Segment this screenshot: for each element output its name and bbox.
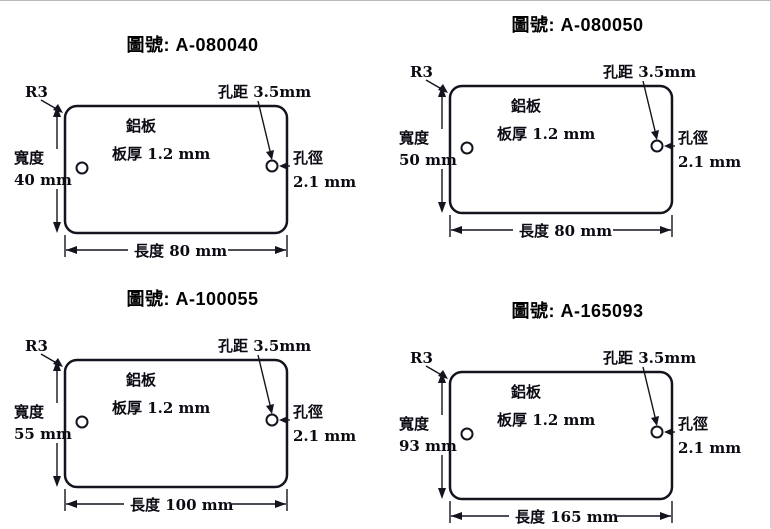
hole-diameter-leader: [279, 162, 290, 170]
drawing-panel-a080040: 圖號: A-080040 R3 孔距 3.5mm 鋁板 板厚 1.2 mm 寬度…: [0, 1, 385, 265]
width-label: 寬度: [14, 403, 45, 421]
corner-radius-label: R3: [410, 63, 433, 81]
width-value: 40 mm: [14, 171, 72, 189]
hole-diameter-label: 孔徑: [293, 149, 323, 167]
length-dimension: 長度 165 mm: [515, 508, 619, 526]
hole-pitch-leader: [257, 354, 274, 414]
right-hole: [650, 425, 664, 439]
plate-outline: [63, 358, 289, 489]
hole-diameter-value: 2.1 mm: [678, 153, 741, 171]
hole-diameter-label: 孔徑: [293, 403, 323, 421]
width-dimension-lines: [438, 372, 446, 499]
width-dimension-lines: [53, 106, 61, 233]
length-dimension-lines: [449, 501, 673, 523]
thickness-label: 板厚 1.2 mm: [112, 399, 210, 417]
right-hole: [265, 159, 279, 173]
hole-pitch-leader: [642, 366, 659, 426]
plate-drawing: R3 孔距 3.5mm 鋁板 板厚 1.2 mm 寬度 55 mm 孔徑 2.1…: [14, 337, 356, 514]
right-hole: [650, 139, 664, 153]
width-value: 55 mm: [14, 425, 72, 443]
drawing-title: 圖號: A-080050: [511, 15, 644, 35]
width-label: 寬度: [14, 149, 45, 167]
left-hole: [75, 161, 89, 175]
drawing-panel-a100055: 圖號: A-100055 R3 孔距 3.5mm 鋁板 板厚 1.2 mm 寬度…: [0, 265, 385, 529]
hole-diameter-label: 孔徑: [678, 129, 708, 147]
plate-outline: [63, 104, 289, 235]
thickness-label: 板厚 1.2 mm: [497, 411, 595, 429]
width-label: 寬度: [399, 415, 430, 433]
width-dimension-lines: [438, 86, 446, 213]
right-hole: [265, 413, 279, 427]
hole-pitch-label: 孔距 3.5mm: [603, 349, 696, 367]
length-dimension-lines: [64, 235, 288, 257]
width-value: 93 mm: [399, 437, 457, 455]
hole-pitch-label: 孔距 3.5mm: [218, 83, 311, 101]
width-dimension-lines: [53, 360, 61, 487]
corner-radius-leader: [40, 353, 63, 367]
plate-material-label: 鋁板: [126, 117, 157, 135]
drawing-panel-a165093: 圖號: A-165093 R3 孔距 3.5mm 鋁板 板厚 1.2 mm 寬度…: [385, 265, 770, 529]
corner-radius-leader: [425, 365, 448, 379]
length-dimension: 長度 80 mm: [519, 222, 612, 240]
corner-radius-label: R3: [25, 83, 48, 101]
width-value: 50 mm: [399, 151, 457, 169]
hole-diameter-label: 孔徑: [678, 415, 708, 433]
plate-drawing: R3 孔距 3.5mm 鋁板 板厚 1.2 mm 寬度 93 mm 孔徑 2.1…: [399, 349, 741, 526]
corner-radius-label: R3: [410, 349, 433, 367]
drawing-title: 圖號: A-165093: [511, 301, 644, 321]
drawing-title: 圖號: A-100055: [126, 289, 259, 309]
thickness-label: 板厚 1.2 mm: [112, 145, 210, 163]
hole-diameter-value: 2.1 mm: [678, 439, 741, 457]
plate-drawing: R3 孔距 3.5mm 鋁板 板厚 1.2 mm 寬度 40 mm 孔徑 2.1…: [14, 83, 356, 260]
hole-diameter-value: 2.1 mm: [293, 427, 356, 445]
plate-drawing: R3 孔距 3.5mm 鋁板 板厚 1.2 mm 寬度 50 mm 孔徑 2.1…: [399, 63, 741, 240]
length-dimension: 長度 80 mm: [134, 242, 227, 260]
hole-pitch-label: 孔距 3.5mm: [603, 63, 696, 81]
width-label: 寬度: [399, 129, 430, 147]
left-hole: [460, 141, 474, 155]
hole-diameter-value: 2.1 mm: [293, 173, 356, 191]
hole-diameter-leader: [664, 142, 675, 150]
length-dimension: 長度 100 mm: [130, 496, 234, 514]
drawing-title: 圖號: A-080040: [126, 35, 259, 55]
thickness-label: 板厚 1.2 mm: [497, 125, 595, 143]
length-dimension-lines: [449, 215, 673, 237]
left-hole: [460, 427, 474, 441]
plate-material-label: 鋁板: [126, 371, 157, 389]
plate-outline: [448, 84, 674, 215]
hole-pitch-leader: [642, 80, 659, 140]
corner-radius-leader: [425, 79, 448, 93]
hole-pitch-label: 孔距 3.5mm: [218, 337, 311, 355]
plate-material-label: 鋁板: [511, 97, 542, 115]
corner-radius-label: R3: [25, 337, 48, 355]
hole-diameter-leader: [664, 428, 675, 436]
left-hole: [75, 415, 89, 429]
hole-diameter-leader: [279, 416, 290, 424]
length-dimension-lines: [64, 489, 288, 511]
hole-pitch-leader: [257, 100, 274, 160]
plate-outline: [448, 370, 674, 501]
drawing-panel-a080050: 圖號: A-080050 R3 孔距 3.5mm 鋁板 板厚 1.2 mm 寬度…: [385, 1, 770, 265]
plate-material-label: 鋁板: [511, 383, 542, 401]
corner-radius-leader: [40, 99, 63, 113]
